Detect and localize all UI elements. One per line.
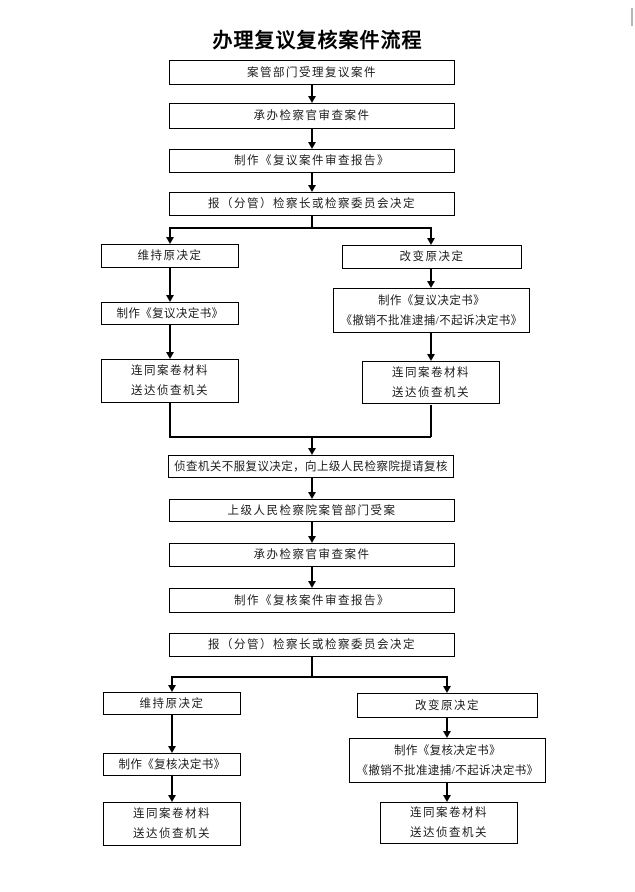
down-arrow-icon <box>308 581 316 588</box>
node-label: 送达侦查机关 <box>410 827 488 839</box>
flow-line <box>171 676 448 678</box>
node-label: 侦查机关不服复议决定，向上级人民检察院提请复核 <box>174 460 448 473</box>
down-arrow-icon <box>308 448 316 455</box>
flow-line <box>311 522 313 537</box>
node-label: 制作《复议案件审查报告》 <box>234 155 390 167</box>
node-s2-appeal: 侦查机关不服复议决定，向上级人民检察院提请复核 <box>168 455 454 478</box>
node-label: 报（分管）检察长或检察委员会决定 <box>208 198 416 210</box>
node-label: 送达侦查机关 <box>131 385 209 397</box>
flow-line <box>430 333 432 355</box>
node-s1-maintain-send: 连同案卷材料 送达侦查机关 <box>101 359 239 403</box>
down-arrow-icon <box>427 238 435 245</box>
flow-line <box>446 676 448 687</box>
down-arrow-icon <box>166 237 174 244</box>
down-arrow-icon <box>166 352 174 359</box>
node-label: 维持原决定 <box>137 250 203 262</box>
flow-line <box>430 269 432 282</box>
node-s2-accept: 上级人民检察院案管部门受案 <box>169 499 455 522</box>
node-s2-decision: 报（分管）检察长或检察委员会决定 <box>169 633 455 657</box>
flow-line <box>169 402 171 437</box>
node-label: 送达侦查机关 <box>133 828 211 840</box>
node-label: 案管部门受理复议案件 <box>247 66 377 79</box>
flow-line <box>311 216 313 228</box>
node-s1-receive: 案管部门受理复议案件 <box>169 60 455 85</box>
node-label: 报（分管）检察长或检察委员会决定 <box>208 639 416 651</box>
flow-line <box>169 436 431 438</box>
down-arrow-icon <box>168 685 176 692</box>
node-s2-change: 改变原决定 <box>357 693 538 718</box>
node-label: 维持原决定 <box>139 697 205 710</box>
flow-line <box>311 567 313 582</box>
down-arrow-icon <box>443 795 451 802</box>
node-label: 承办检察官审查案件 <box>253 549 371 561</box>
flow-line <box>311 173 313 186</box>
flow-line <box>169 227 171 238</box>
node-s2-report: 制作《复核案件审查报告》 <box>169 588 455 613</box>
node-s2-maintain-doc: 制作《复核决定书》 <box>103 753 241 776</box>
flow-line <box>430 405 432 437</box>
flow-line <box>311 84 313 97</box>
flow-line <box>171 676 173 686</box>
node-label: 《撤销不批准逮捕/不起诉决定书》 <box>340 314 523 327</box>
flow-line <box>311 129 313 143</box>
flow-line <box>311 436 313 449</box>
node-s2-maintain-send: 连同案卷材料 送达侦查机关 <box>103 802 241 846</box>
flow-line <box>430 227 432 239</box>
page-title: 办理复议复核案件流程 <box>212 30 423 52</box>
down-arrow-icon <box>166 295 174 302</box>
node-s1-change-doc: 制作《复议决定书》 《撤销不批准逮捕/不起诉决定书》 <box>333 288 530 333</box>
node-s1-change: 改变原决定 <box>342 245 522 269</box>
node-label: 连同案卷材料 <box>133 808 211 820</box>
down-arrow-icon <box>308 96 316 103</box>
node-label: 改变原决定 <box>415 699 480 712</box>
node-label: 制作《复核决定书》 <box>393 744 502 757</box>
down-arrow-icon <box>308 492 316 499</box>
node-s1-change-send: 连同案卷材料 送达侦查机关 <box>362 361 500 404</box>
flow-line <box>169 268 171 296</box>
node-label: 制作《复核决定书》 <box>118 758 226 771</box>
flow-line <box>169 325 171 353</box>
flow-line <box>311 657 313 677</box>
node-label: 上级人民检察院案管部门受案 <box>227 504 397 517</box>
flow-line <box>171 715 173 747</box>
down-arrow-icon <box>427 281 435 288</box>
node-label: 制作《复议决定书》 <box>116 307 224 320</box>
down-arrow-icon <box>308 185 316 192</box>
down-arrow-icon <box>168 746 176 753</box>
node-label: 制作《复核案件审查报告》 <box>234 594 390 607</box>
flow-line <box>311 478 313 493</box>
down-arrow-icon <box>308 536 316 543</box>
node-label: 改变原决定 <box>399 251 465 263</box>
node-s2-officer-review: 承办检察官审查案件 <box>169 543 455 567</box>
down-arrow-icon <box>443 731 451 738</box>
node-s2-change-doc: 制作《复核决定书》 《撤销不批准逮捕/不起诉决定书》 <box>349 738 546 783</box>
node-label: 连同案卷材料 <box>410 807 488 819</box>
node-s1-officer-review: 承办检察官审查案件 <box>169 103 455 129</box>
flow-line <box>446 718 448 732</box>
down-arrow-icon <box>308 142 316 149</box>
node-s1-maintain: 维持原决定 <box>101 244 239 268</box>
node-label: 送达侦查机关 <box>392 386 470 399</box>
node-s1-maintain-doc: 制作《复议决定书》 <box>101 302 239 325</box>
node-label: 连同案卷材料 <box>392 366 470 379</box>
node-label: 承办检察官审查案件 <box>253 110 371 122</box>
node-label: 连同案卷材料 <box>131 365 209 377</box>
node-label: 《撤销不批准逮捕/不起诉决定书》 <box>356 764 539 777</box>
node-label: 制作《复议决定书》 <box>377 294 486 307</box>
node-s1-decision: 报（分管）检察长或检察委员会决定 <box>169 192 455 216</box>
node-s1-report: 制作《复议案件审查报告》 <box>169 149 455 173</box>
down-arrow-icon <box>168 795 176 802</box>
down-arrow-icon <box>443 686 451 693</box>
down-arrow-icon <box>427 354 435 361</box>
page-corner-mark <box>631 8 633 26</box>
node-s2-change-send: 连同案卷材料 送达侦查机关 <box>380 802 518 844</box>
flow-line <box>446 783 448 796</box>
flow-line <box>171 776 173 796</box>
flow-line <box>169 227 431 229</box>
node-s2-maintain: 维持原决定 <box>103 692 241 715</box>
